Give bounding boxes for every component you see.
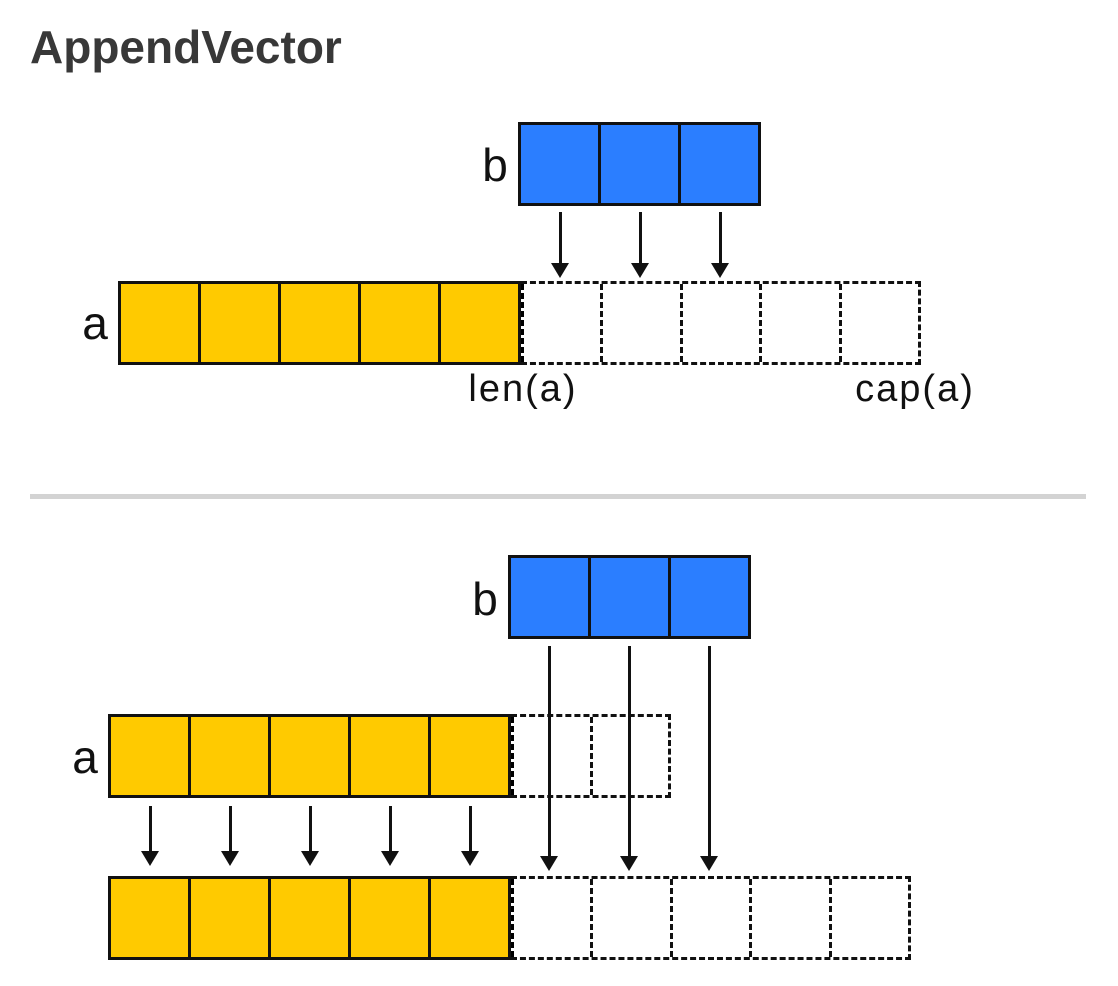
len-label: len(a) — [468, 368, 578, 410]
array-cell — [188, 879, 268, 957]
array-cell — [668, 558, 748, 636]
cap-label: cap(a) — [855, 368, 975, 410]
array-cell — [188, 717, 268, 795]
slice-a-filled-array-top — [118, 281, 521, 365]
slice-a-label-bottom: a — [72, 731, 98, 783]
array-cell — [111, 717, 188, 795]
array-cell — [428, 879, 508, 957]
array-cell — [348, 717, 428, 795]
array-cell — [838, 284, 918, 362]
array-cell — [198, 284, 278, 362]
array-cell — [598, 125, 678, 203]
array-cell — [588, 558, 668, 636]
array-cell — [111, 879, 188, 957]
array-cell — [590, 879, 669, 957]
array-cell — [121, 284, 198, 362]
page-title: AppendVector — [30, 21, 342, 73]
array-cell — [511, 558, 588, 636]
array-cell — [511, 717, 590, 795]
slice-a-label-top: a — [82, 297, 108, 349]
slice-a-free-array-top — [521, 281, 921, 365]
array-cell — [428, 717, 508, 795]
array-cell — [268, 879, 348, 957]
section-divider — [30, 494, 1086, 499]
array-cell — [669, 879, 749, 957]
old-slice-free-array — [511, 714, 671, 798]
new-slice-free-array — [511, 876, 911, 960]
array-cell — [511, 879, 590, 957]
array-cell — [678, 125, 758, 203]
vector-b-label-bottom: b — [472, 573, 498, 625]
array-cell — [679, 284, 759, 362]
array-cell — [438, 284, 518, 362]
vector-b-array-bottom — [508, 555, 751, 639]
old-slice-filled-array — [108, 714, 511, 798]
array-cell — [589, 717, 669, 795]
array-cell — [828, 879, 908, 957]
vector-b-label-top: b — [482, 139, 508, 191]
array-cell — [268, 717, 348, 795]
array-cell — [278, 284, 358, 362]
array-cell — [759, 284, 838, 362]
array-cell — [600, 284, 679, 362]
array-cell — [348, 879, 428, 957]
array-cell — [358, 284, 438, 362]
array-cell — [521, 125, 598, 203]
array-cell — [521, 284, 600, 362]
new-slice-filled-array — [108, 876, 511, 960]
vector-b-array-top — [518, 122, 761, 206]
array-cell — [749, 879, 828, 957]
